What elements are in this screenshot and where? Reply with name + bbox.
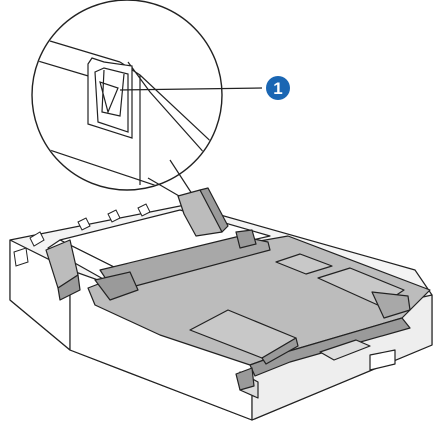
callout-badge bbox=[266, 76, 290, 100]
paper-tray bbox=[9, 187, 433, 421]
callout-number: 1 bbox=[273, 79, 282, 98]
tray-back-ribs bbox=[13, 203, 151, 267]
callout-1: 1 bbox=[119, 76, 290, 100]
magnified-detail-inset bbox=[31, 0, 223, 191]
